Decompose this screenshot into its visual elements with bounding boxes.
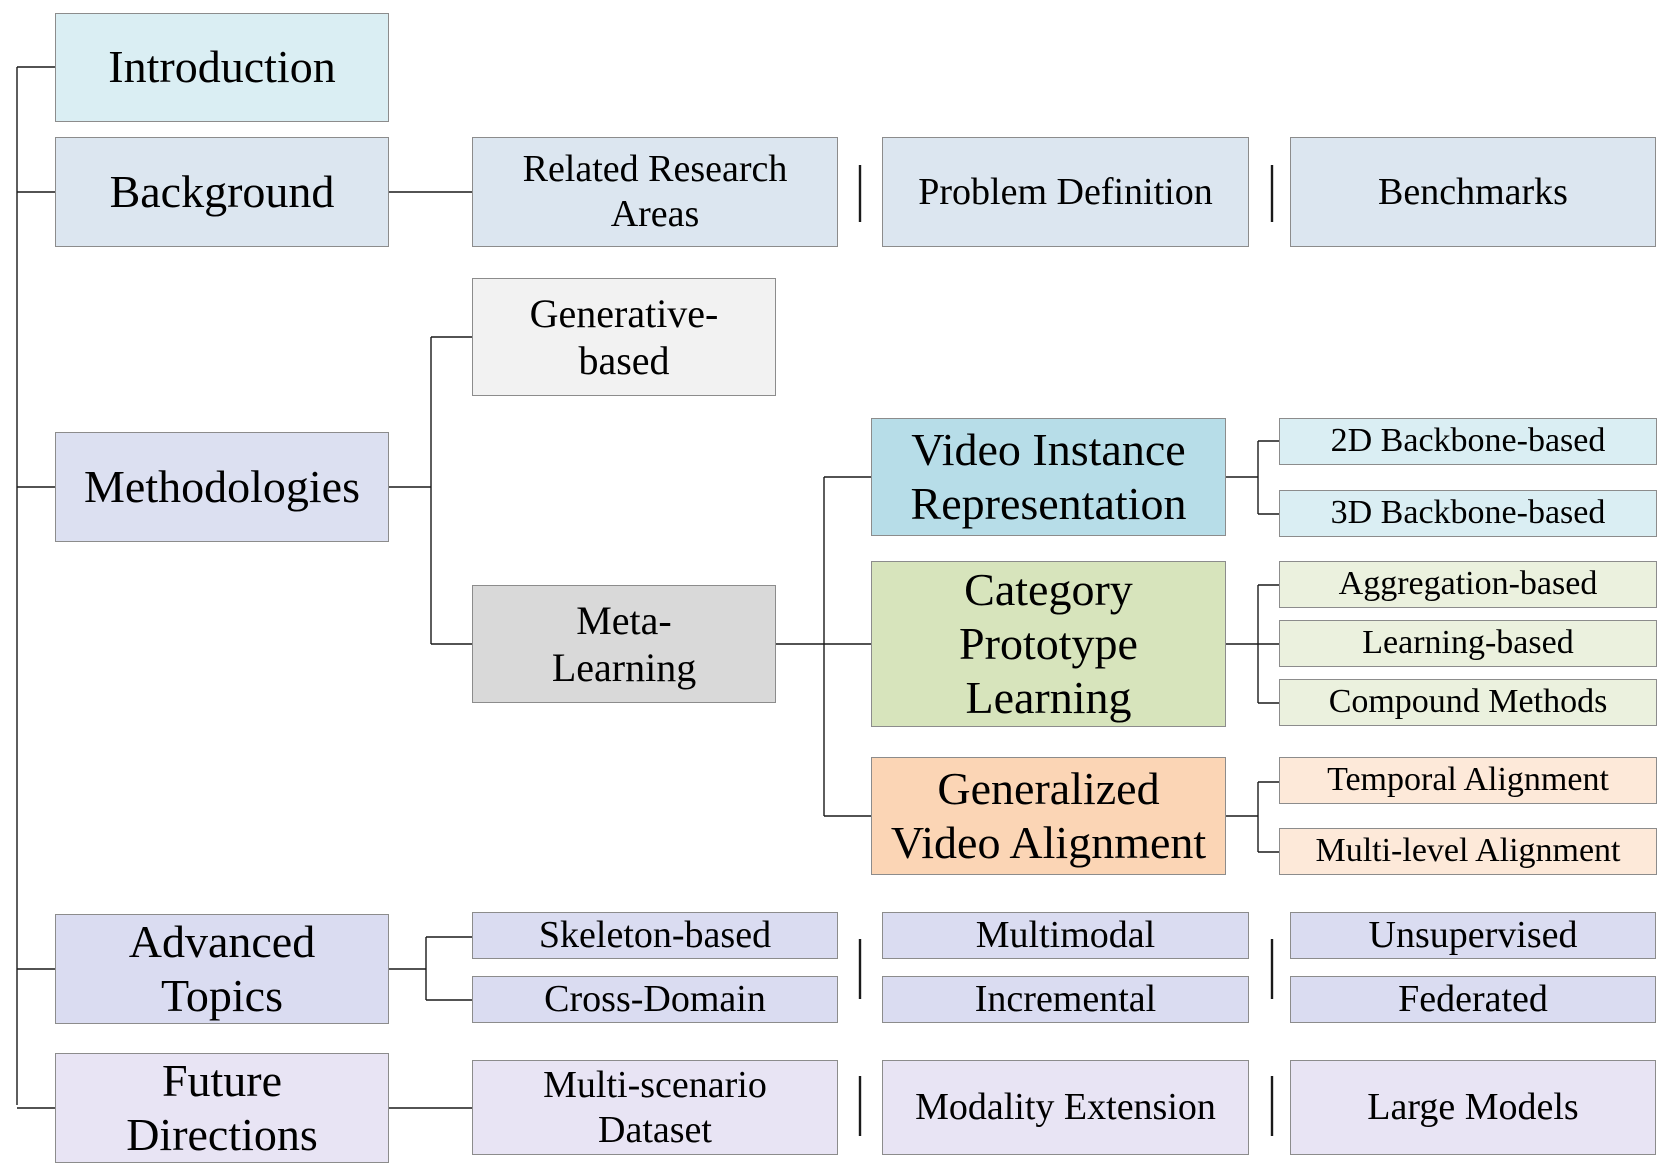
future-large-models: Large Models xyxy=(1290,1060,1656,1155)
leaf-temporal-alignment: Temporal Alignment xyxy=(1279,757,1657,804)
meta-category-prototype-learning: Category Prototype Learning xyxy=(871,561,1226,727)
leaf-multi-level-alignment: Multi-level Alignment xyxy=(1279,828,1657,875)
background-related-research-areas: Related Research Areas xyxy=(472,137,838,247)
future-modality-extension: Modality Extension xyxy=(882,1060,1249,1155)
advanced-multimodal: Multimodal xyxy=(882,912,1249,959)
method-meta-learning: Meta- Learning xyxy=(472,585,776,703)
leaf-2d-backbone-based: 2D Backbone-based xyxy=(1279,418,1657,465)
leaf-learning-based: Learning-based xyxy=(1279,620,1657,667)
section-future-directions: Future Directions xyxy=(55,1053,389,1163)
advanced-cross-domain: Cross-Domain xyxy=(472,976,838,1023)
meta-generalized-video-alignment: Generalized Video Alignment xyxy=(871,757,1226,875)
leaf-3d-backbone-based: 3D Backbone-based xyxy=(1279,490,1657,537)
method-generative-based: Generative- based xyxy=(472,278,776,396)
background-problem-definition: Problem Definition xyxy=(882,137,1249,247)
advanced-incremental: Incremental xyxy=(882,976,1249,1023)
section-methodologies: Methodologies xyxy=(55,432,389,542)
meta-video-instance-representation: Video Instance Representation xyxy=(871,418,1226,536)
future-multi-scenario-dataset: Multi-scenario Dataset xyxy=(472,1060,838,1155)
advanced-unsupervised: Unsupervised xyxy=(1290,912,1656,959)
advanced-federated: Federated xyxy=(1290,976,1656,1023)
section-introduction: Introduction xyxy=(55,13,389,122)
section-advanced-topics: Advanced Topics xyxy=(55,914,389,1024)
section-background: Background xyxy=(55,137,389,247)
leaf-aggregation-based: Aggregation-based xyxy=(1279,561,1657,608)
advanced-skeleton-based: Skeleton-based xyxy=(472,912,838,959)
leaf-compound-methods: Compound Methods xyxy=(1279,679,1657,726)
background-benchmarks: Benchmarks xyxy=(1290,137,1656,247)
